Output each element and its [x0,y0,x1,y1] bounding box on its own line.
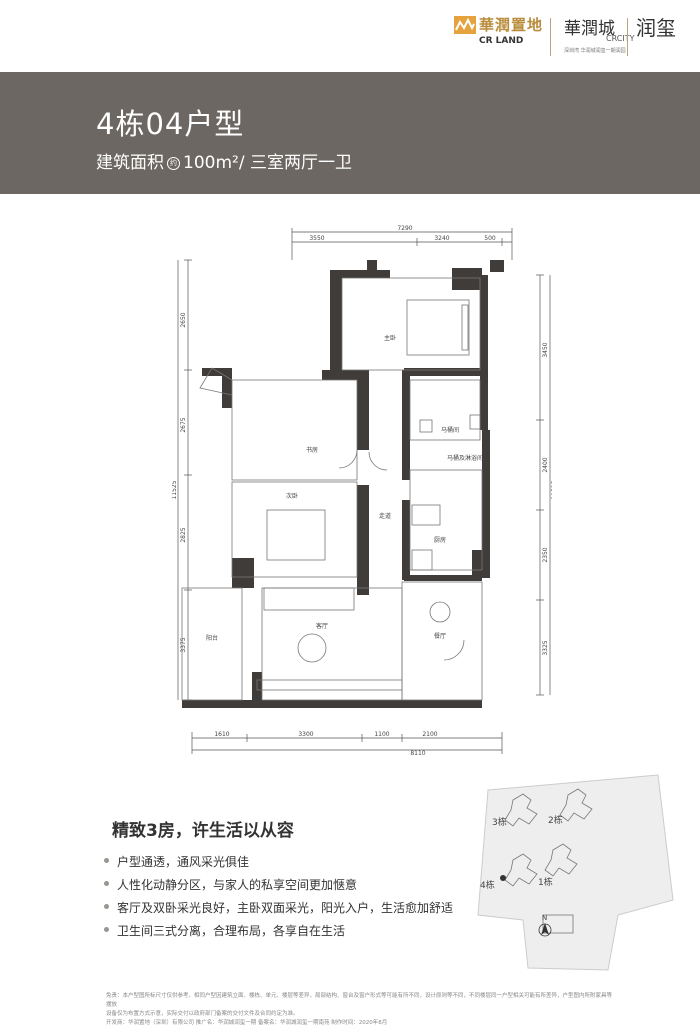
disclaimer-line: 免责：本户型图所标尺寸仅供参考，相同户型因建筑立面、楼栋、单元、楼层等差异，局部… [106,993,613,1008]
room-shower: 马桶及淋浴间 [447,454,483,462]
disclaimer-line: 开发商：华润置地（深圳）有限公司 推广名：华润城润玺一期 备案名：华润城润玺一期… [106,1020,388,1026]
dim-bottom-4: 2100 [422,731,437,738]
developer-name-en: CR LAND [479,36,524,46]
bullet-icon [104,858,109,863]
unit-title: 4栋04户型 [96,107,245,141]
room-corridor: 走道 [379,512,391,520]
room-balcony: 阳台 [206,634,218,642]
bullet-icon [104,904,109,909]
bullet-icon [104,881,109,886]
building-label: 4栋 [480,879,495,891]
series-name: 润玺 [636,16,676,40]
area-label: 建筑面积 [96,153,164,173]
dim-left-3: 2825 [180,527,187,542]
room-toilet: 马桶间 [441,426,459,434]
disclaimer-line: 设备仅为布置方式示意，实际交付以政府部门备案的交付文件及合同约定为准。 [106,1011,299,1017]
room-master: 主卧 [384,334,396,342]
feature-item: 卫生间三式分离，合理布局，各享自在生活 [104,922,345,939]
room-study: 书房 [306,446,318,454]
dim-left-1: 2650 [180,312,187,327]
room-kitchen: 厨房 [434,536,446,544]
feature-item: 人性化动静分区，与家人的私享空间更加惬意 [104,876,357,893]
dim-top-total: 7290 [397,225,412,232]
building-label: 2栋 [548,814,563,826]
header-divider [627,18,628,56]
disclaimer: 免责：本户型图所标尺寸仅供参考，相同户型因建筑立面、楼栋、单元、楼层等差异，局部… [106,992,616,1028]
project-name-en: CRCITY [606,34,635,43]
approx-badge: 约 [167,156,180,170]
area-value: 100m²/ 三室两厅一卫 [183,153,352,173]
room-dining: 餐厅 [434,632,446,640]
project-subtitle: 深圳湾 华润城润玺一期润园 [564,48,626,54]
site-plan: 3栋 2栋 4栋 1栋 N [477,774,674,971]
dim-top-1: 3550 [309,235,324,242]
dim-top-2: 3240 [434,235,449,242]
cr-land-logo-icon [454,16,476,34]
header-divider [550,18,551,56]
dim-left-4: 3375 [180,637,187,652]
dim-right-4: 3325 [542,640,549,655]
dim-bottom-1: 1610 [214,731,229,738]
room-living: 客厅 [316,622,328,630]
dim-right-3: 2350 [542,547,549,562]
building-label: 3栋 [492,816,507,828]
location-marker-icon [500,875,506,881]
feature-item: 户型通透，通风采光俱佳 [104,853,249,870]
features-title: 精致3房，许生活以从容 [112,821,294,841]
dim-bottom-2: 3300 [298,731,313,738]
developer-logo: 華潤置地 CR LAND [454,14,544,60]
dim-bottom-total: 8110 [410,750,425,757]
compass-label: N [542,914,547,922]
floor-plan: 7290 3550 3240 500 8110 1610 3300 1100 2… [172,225,552,757]
room-second: 次卧 [286,492,298,500]
bullet-icon [104,927,109,932]
dim-right-1: 3450 [542,342,549,357]
dim-right-total: 11525 [551,480,552,499]
dim-right-2: 2400 [542,457,549,472]
feature-item: 客厅及双卧采光良好，主卧双面采光，阳光入户，生活愈加舒适 [104,899,453,916]
dim-top-3: 500 [484,235,496,242]
developer-name-cn: 華潤置地 [479,16,544,34]
project-name-cn: 華潤城 [564,19,615,39]
building-label: 1栋 [538,876,553,888]
title-banner [0,72,700,194]
dim-bottom-3: 1100 [374,731,389,738]
compass-icon [541,923,549,935]
dim-left-2: 2675 [180,417,187,432]
dim-left-total: 11525 [172,480,178,499]
